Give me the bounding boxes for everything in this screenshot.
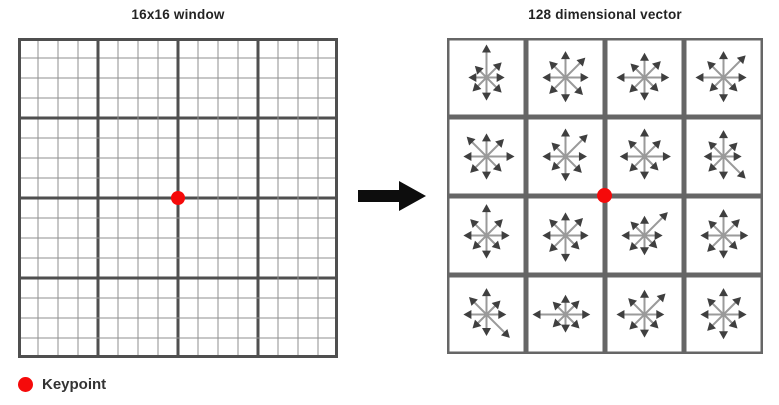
legend: Keypoint	[18, 376, 106, 393]
window-grid	[18, 38, 338, 358]
keypoint-dot-left	[171, 191, 185, 205]
transform-arrow-icon	[358, 181, 426, 211]
descriptor-grid	[447, 38, 763, 354]
keypoint-legend-label: Keypoint	[42, 376, 107, 393]
right-panel-title: 128 dimensional vector	[528, 7, 682, 22]
keypoint-dot-right	[597, 188, 612, 203]
left-panel-title: 16x16 window	[131, 7, 225, 22]
keypoint-legend-icon	[18, 377, 33, 392]
